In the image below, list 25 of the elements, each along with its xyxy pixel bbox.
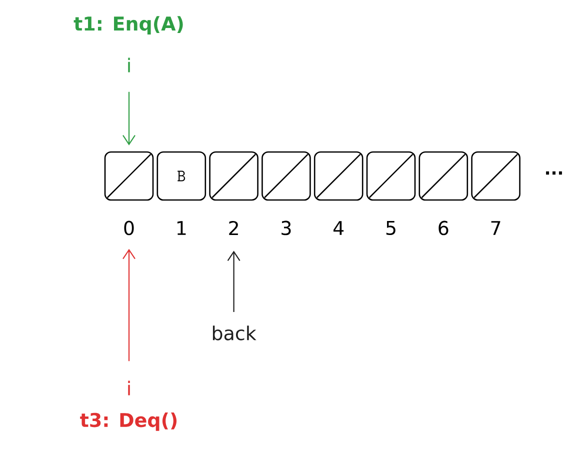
operation-label: t3: Deq() xyxy=(80,412,177,431)
index-number: 0 xyxy=(124,220,134,236)
cell: B xyxy=(156,151,206,201)
empty-cell xyxy=(262,151,311,201)
arrow xyxy=(122,92,136,146)
index-number: 4 xyxy=(333,221,344,235)
arrow xyxy=(227,250,240,312)
index-number: 2 xyxy=(229,220,238,236)
arrow xyxy=(122,248,136,362)
index-number: 6 xyxy=(438,220,448,236)
index-number: 7 xyxy=(491,221,500,235)
pointer-label: back xyxy=(212,326,256,340)
empty-cell xyxy=(104,151,154,201)
empty-cell xyxy=(314,151,364,201)
index-number: 1 xyxy=(177,221,186,235)
empty-cell xyxy=(418,151,468,201)
empty-cell xyxy=(209,151,258,201)
index-number: 3 xyxy=(282,220,291,236)
empty-cell xyxy=(366,151,416,201)
pointer-label: i xyxy=(128,380,130,396)
operation-label: t1: Enq(A) xyxy=(74,16,183,34)
pointer-label: i xyxy=(128,58,130,72)
empty-cell xyxy=(471,151,520,201)
ellipsis: ... xyxy=(546,171,562,175)
index-number: 5 xyxy=(386,220,396,236)
